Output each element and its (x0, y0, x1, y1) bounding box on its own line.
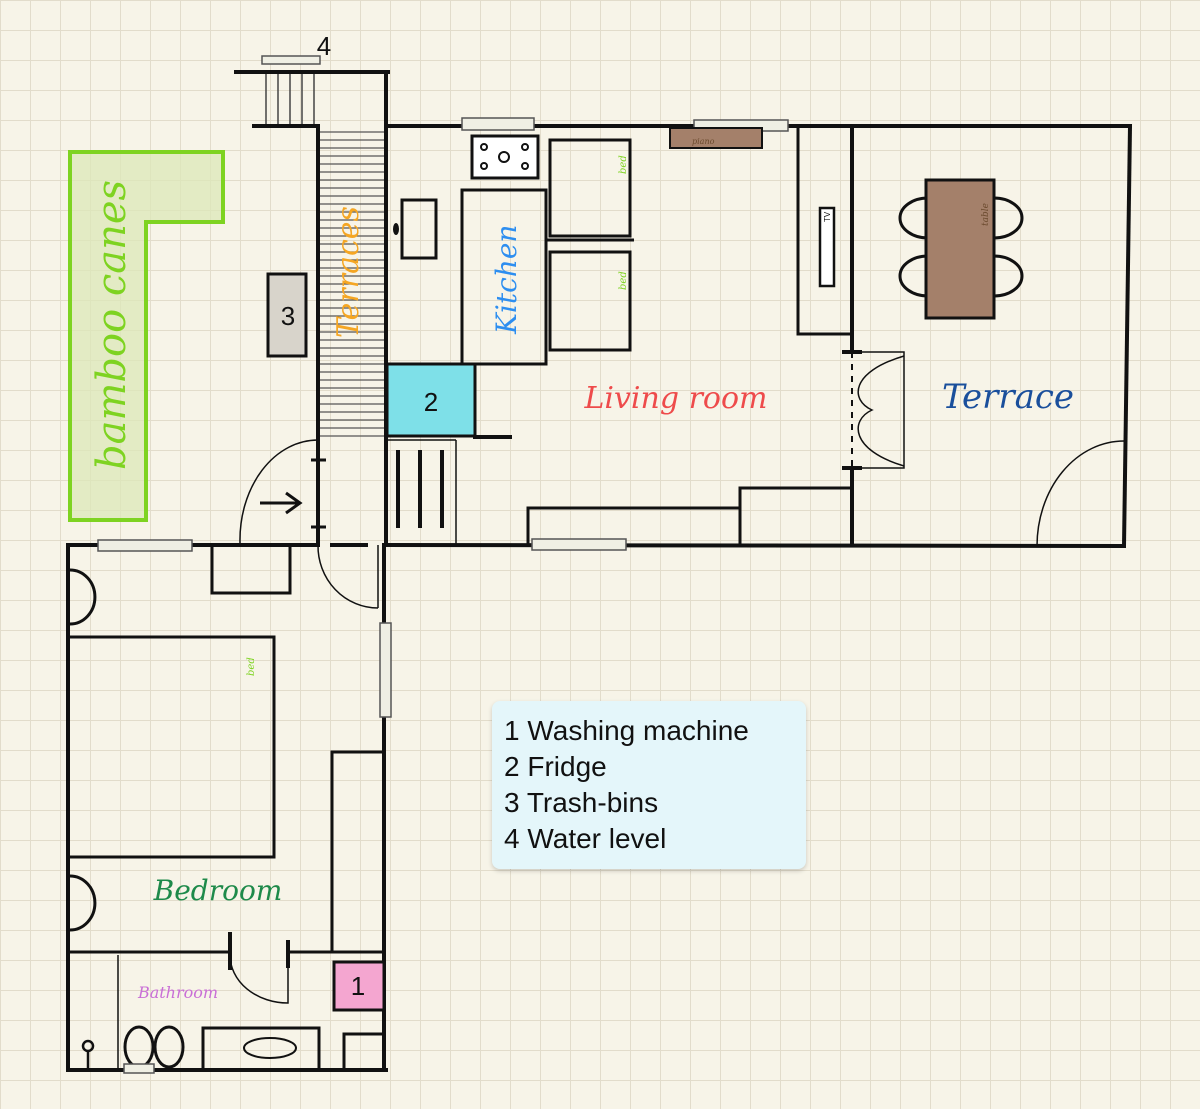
bedroom-label: Bedroom (153, 874, 283, 907)
bath-window (123, 1063, 155, 1074)
wardrobe-left-bottom (69, 874, 97, 932)
bed-label-1: bed (618, 155, 629, 174)
tv-label: TV (823, 211, 832, 222)
bedroom-window (97, 539, 193, 552)
fridge (385, 362, 477, 438)
water-level-marker: 4 (317, 31, 331, 61)
piano-label: piano (692, 137, 715, 146)
legend-item-fridge: 2 Fridge (504, 751, 607, 782)
entrance-arrow (260, 491, 303, 515)
bathroom-label: Bathroom (137, 983, 218, 1002)
fridge-marker: 2 (424, 387, 438, 417)
terrace-label: Terrace (942, 377, 1074, 417)
sink (400, 198, 438, 260)
toilet-bidet (123, 1025, 185, 1069)
terraces-label: Terraces (331, 206, 366, 338)
wardrobe-left-top (69, 568, 97, 626)
trash-bins-marker: 3 (281, 301, 295, 331)
shower (81, 1039, 95, 1070)
legend: 1 Washing machine 2 Fridge 3 Trash-bins … (492, 701, 806, 869)
washing-machine (332, 960, 386, 1012)
bedroom-door (317, 543, 379, 609)
sofa-bed-1 (548, 138, 632, 238)
entrance-dashes (311, 455, 326, 529)
bed-label-2: bed (618, 271, 629, 290)
piano (669, 127, 763, 149)
landing-stairs (265, 74, 315, 124)
stove (470, 134, 540, 180)
bed (66, 635, 276, 859)
tv (818, 206, 836, 288)
bed-label-3: bed (246, 657, 257, 676)
entrance-steps (396, 450, 444, 528)
dining-table (924, 178, 996, 320)
terraces-stairs (320, 131, 384, 437)
water-level-gauge (261, 55, 321, 65)
stove-burners (480, 143, 529, 170)
bamboo-area (68, 150, 225, 522)
washing-machine-marker: 1 (351, 971, 365, 1001)
living-bottom-window (531, 538, 627, 551)
legend-item-washing-machine: 1 Washing machine (504, 715, 749, 746)
table-label: table (981, 203, 991, 226)
entrance-door-arc (239, 439, 319, 544)
terrace-gate-arc (1036, 440, 1125, 547)
kitchen-label: Kitchen (490, 225, 523, 335)
side-window (379, 622, 392, 718)
sofa-bed-2 (548, 250, 632, 352)
kitchen-window (461, 117, 535, 131)
terrace-door (842, 350, 905, 470)
living-room-label: Living room (583, 381, 767, 416)
bathroom-door (228, 932, 290, 1004)
legend-item-water-level: 4 Water level (504, 823, 667, 854)
bamboo-label: bamboo canes (89, 180, 135, 470)
bathroom-sink (201, 1026, 321, 1072)
legend-item-trash-bins: 3 Trash-bins (504, 787, 659, 818)
trash-bins (266, 272, 308, 358)
